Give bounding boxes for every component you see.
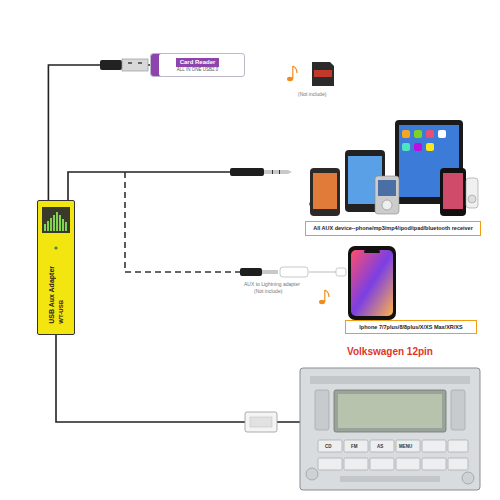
- music-note: [309, 192, 319, 206]
- button-label: CD: [325, 444, 332, 450]
- music-note: [319, 290, 329, 304]
- cable: [56, 335, 300, 422]
- note-label: (Not include): [298, 91, 326, 97]
- device-banner: All AUX device--phone/mp3/mp4/ipod/ipad/…: [305, 221, 481, 236]
- note-label: (Not include): [254, 288, 282, 294]
- car-radio: [300, 368, 480, 490]
- devices-picture: [310, 120, 478, 216]
- aux-cable: [68, 172, 232, 200]
- radio-unit: Volkswagen 12pin: [300, 346, 480, 490]
- product-name: USB Aux Adapter: [48, 266, 55, 324]
- note-label: AUX to Lightning adapter: [244, 281, 300, 287]
- model-number: WT-USB: [58, 300, 64, 324]
- device-note: ALL IN ONE USB2.0: [177, 67, 218, 73]
- usb-aux-adapter: USB Aux AdapterWT-USB: [37, 200, 75, 335]
- radio-title: Volkswagen 12pin: [300, 346, 480, 358]
- card-reader: Card ReaderALL IN ONE USB2.0: [150, 53, 245, 77]
- device-name: Card Reader: [176, 58, 220, 67]
- cable: [48, 65, 150, 200]
- button-label: FM: [351, 444, 358, 450]
- optional-cable: [125, 172, 240, 272]
- music-note: [287, 66, 297, 81]
- button-label: AS: [377, 444, 383, 450]
- banner-text: Iphone 7/7plus/8/8plus/X/XS Max/XR/XS: [359, 324, 462, 331]
- banner-text: All AUX device--phone/mp3/mp4/ipod/ipad/…: [313, 225, 473, 232]
- radio-plug: [245, 412, 277, 432]
- sd-card: [312, 62, 334, 86]
- aux-jack: [230, 168, 292, 176]
- usb-plug: [100, 59, 148, 71]
- iphone-banner: Iphone 7/7plus/8/8plus/X/XS Max/XR/XS: [345, 320, 477, 334]
- lightning-adapter: [240, 267, 346, 277]
- iphone-picture: [348, 246, 396, 320]
- button-label: MENU: [399, 444, 412, 450]
